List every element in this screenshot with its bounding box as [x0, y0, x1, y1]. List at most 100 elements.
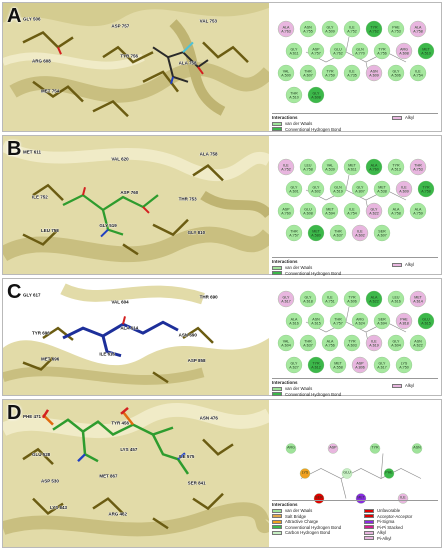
legend-swatch	[272, 525, 282, 530]
legend-swatch	[364, 508, 374, 513]
residue-node-label: ILE	[357, 230, 363, 234]
residue-node-label: ASN	[414, 340, 422, 344]
residue-node-number: A:624	[355, 322, 364, 326]
legend-item: Conventional Hydrogen Bond	[272, 392, 341, 398]
residue-node-label: PHE	[400, 318, 408, 322]
panel-letter-a: A	[7, 5, 22, 27]
residue-label: VAL 604	[111, 300, 129, 305]
residue-node-label: ASP	[329, 446, 337, 450]
residue-node-label: PHE	[385, 471, 393, 475]
legend-title-a: Interactions	[272, 115, 298, 120]
residue-node: GLU	[341, 468, 353, 479]
residue-node: ARG	[285, 443, 297, 454]
legend-item: Alkyl	[392, 262, 414, 268]
residue-node: ASN	[411, 443, 423, 454]
residue-node-number: A:558	[333, 366, 342, 370]
residue-node: PHE	[383, 468, 395, 479]
residue-node-label: TYR	[371, 446, 379, 450]
residue-node-number: A:807	[355, 190, 364, 194]
residue-node-number: A:604	[391, 344, 400, 348]
residue-node-number: A:609	[369, 74, 378, 78]
residue-node-label: THR	[334, 230, 342, 234]
residue-node-number: A:759	[325, 74, 334, 78]
residue-node-number: A:770	[355, 52, 364, 56]
residue-node-number: A:608	[399, 52, 408, 56]
residue-label: ILE 752	[32, 195, 48, 200]
legend-label: van der Waals	[285, 386, 313, 392]
residue-node-number: A:609	[399, 190, 408, 194]
residue-node: TYR	[369, 443, 381, 454]
residue-node-label: THR	[334, 318, 342, 322]
residue-node-label: SER	[378, 318, 386, 322]
legend-label: van der Waals	[285, 508, 313, 514]
residue-label: ALA 758	[179, 60, 197, 65]
residue-node-label: ILE	[371, 340, 377, 344]
legend-label: Alkyl	[405, 115, 415, 121]
residue-node: ILE	[397, 493, 409, 504]
residue-label: MET 754	[41, 88, 60, 93]
residue-label: ASP 858	[188, 358, 206, 363]
panel-letter-c: C	[7, 281, 22, 303]
legend-col-right-c: Alkyl	[392, 383, 414, 389]
residue-node-label: GLY	[313, 186, 321, 190]
residue-node-number: A:627	[289, 366, 298, 370]
residue-node-label: THR	[304, 340, 312, 344]
residue-node-label: GLY	[291, 186, 299, 190]
residue-node-number: A:510	[289, 96, 298, 100]
residue-node-label: ARG	[400, 48, 408, 52]
residue-node-number: A:615	[421, 322, 430, 326]
legend-item: Unfavorable	[364, 508, 412, 514]
residue-node-label: THR	[290, 92, 298, 96]
residue-node-label: GLU	[304, 208, 312, 212]
residue-node-number: A:616	[391, 300, 400, 304]
legend-item: van der Waals	[272, 121, 341, 127]
residue-node-number: A:608	[311, 96, 320, 100]
legend-label: Pi-Sigma	[377, 519, 395, 525]
legend-item: Alkyl	[392, 383, 414, 389]
legend-col-right-b: Alkyl	[392, 262, 414, 268]
residue-node-number: A:758	[421, 190, 430, 194]
residue-node-label: ALA	[393, 208, 400, 212]
residue-node-number: A:637	[333, 234, 342, 238]
residue-node-number: A:539	[325, 168, 334, 172]
residue-node-label: GLY	[283, 296, 291, 300]
residue-node-number: A:607	[377, 234, 386, 238]
residue-node: LYS	[299, 468, 311, 479]
residue-node-number: A:611	[289, 52, 298, 56]
residue-node: SER	[313, 493, 325, 504]
legend-swatch	[272, 519, 282, 524]
legend-item: Attractive Charge	[272, 519, 341, 525]
legend-label: Alkyl	[405, 383, 415, 389]
legend-item: Salt Bridge	[272, 514, 341, 520]
residue-node-label: ILE	[415, 70, 421, 74]
residue-node-number: A:752	[347, 30, 356, 34]
legend-title-d: Interactions	[272, 502, 298, 507]
legend-swatch	[392, 383, 402, 388]
